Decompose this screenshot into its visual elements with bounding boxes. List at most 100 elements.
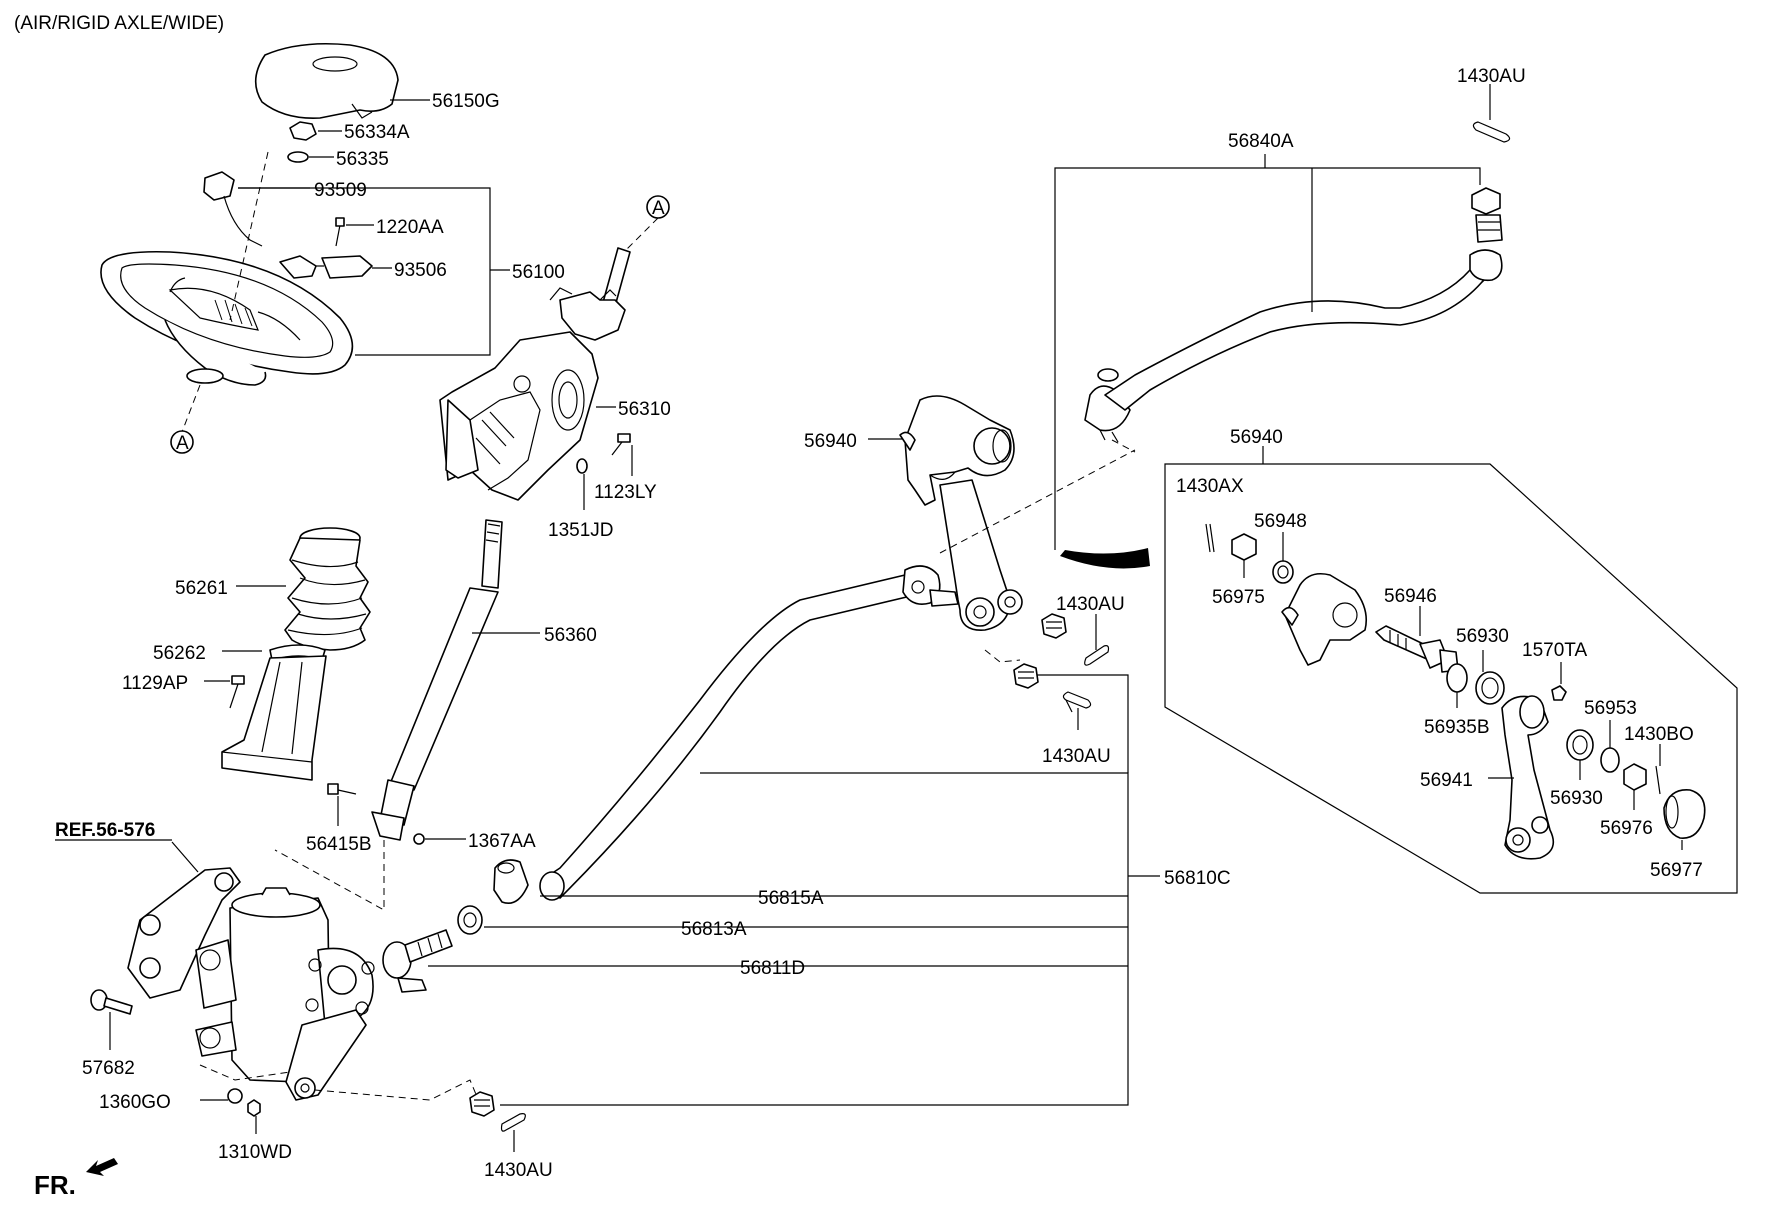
label-56813A: 56813A [681, 919, 747, 940]
castle-nut-mid-part [1013, 663, 1039, 689]
label-56415B: 56415B [306, 834, 372, 855]
cotter-pin-top-part [1472, 121, 1511, 143]
ring-56813A-part [457, 905, 483, 935]
nipple-1570TA-part [1551, 685, 1567, 701]
label-56810C: 56810C [1164, 868, 1231, 889]
svg-text:A: A [176, 433, 189, 454]
front-label: FR. [34, 1170, 76, 1200]
washer-1360GO-part [227, 1088, 243, 1104]
label-1123LY: 1123LY [594, 482, 657, 503]
steering-wheel-part [100, 250, 354, 386]
label-56946: 56946 [1384, 586, 1437, 607]
bolt-1129AP-part [229, 675, 245, 709]
bolt-1123LY-part [611, 433, 631, 456]
marker-a-bottom [170, 430, 194, 454]
castle-nut-upper-part [1041, 613, 1067, 639]
idler-bracket-part [1281, 572, 1368, 666]
boot-56261-part [284, 527, 371, 651]
ring-56930-upper-part [1475, 671, 1505, 705]
svg-text:A: A [652, 198, 665, 219]
label-93506: 93506 [394, 260, 447, 281]
label-56941: 56941 [1420, 770, 1473, 791]
label-56977: 56977 [1650, 860, 1703, 881]
label-1351JD: 1351JD [548, 520, 614, 541]
label-1367AA: 1367AA [468, 831, 536, 852]
plug-56811D-part [382, 929, 453, 993]
nut-1367AA-part [413, 833, 425, 845]
shaft-56360-part [371, 519, 503, 841]
label-56940-right: 56940 [1230, 427, 1283, 448]
label-1430AU-bottom: 1430AU [484, 1160, 553, 1181]
label-56940-left: 56940 [804, 431, 857, 452]
pin-1430BO-part [1655, 765, 1661, 795]
column-assembly-56310-part [439, 247, 631, 501]
horn-pad-part [254, 43, 399, 119]
front-arrow-icon [86, 1158, 118, 1176]
label-1570TA: 1570TA [1522, 640, 1587, 661]
label-1310WD: 1310WD [218, 1142, 292, 1163]
shaft-56946-part [1375, 625, 1459, 673]
gear-box-part [127, 867, 375, 1101]
label-56975: 56975 [1212, 587, 1265, 608]
cotter-pin-bottom-part [500, 1113, 526, 1132]
label-56930-lower: 56930 [1550, 788, 1603, 809]
label-1360GO: 1360GO [99, 1092, 171, 1113]
label-1430AU-top: 1430AU [1457, 66, 1526, 87]
label-1430BO: 1430BO [1624, 724, 1694, 745]
washer-56335-part [287, 151, 309, 163]
nut-56334A-part [289, 121, 317, 141]
cotter-pin-mid-part [1062, 691, 1092, 713]
ring-56935B-part [1446, 663, 1468, 693]
label-56150G: 56150G [432, 91, 500, 112]
diagram-title: (AIR/RIGID AXLE/WIDE) [14, 13, 224, 34]
label-1129AP: 1129AP [122, 673, 188, 694]
nut-56976-part [1623, 763, 1647, 791]
label-56948: 56948 [1254, 511, 1307, 532]
label-56815A: 56815A [758, 888, 824, 909]
nut-1310WD-part [247, 1099, 261, 1117]
switch-93509-part [203, 171, 263, 247]
tie-rod-part [1084, 187, 1503, 443]
castle-nut-bottom-part [469, 1091, 495, 1117]
label-56360: 56360 [544, 625, 597, 646]
label-56935B: 56935B [1424, 717, 1490, 738]
drag-link-part [539, 565, 959, 901]
pin-1430AX-part [1205, 523, 1215, 553]
label-1220AA: 1220AA [376, 217, 444, 238]
nut-56975-part [1231, 533, 1257, 561]
label-56953: 56953 [1584, 698, 1637, 719]
bolt-56415B-part [327, 783, 357, 795]
label-56310: 56310 [618, 399, 671, 420]
ball-stud-56815A-part [493, 859, 529, 904]
label-56811D: 56811D [740, 958, 805, 979]
label-56840A: 56840A [1228, 131, 1294, 152]
exploded-box [1164, 463, 1738, 894]
ring-56953-part [1600, 747, 1620, 773]
ref-label: REF.56-576 [55, 820, 155, 841]
ring-56948-part [1272, 560, 1294, 584]
label-56261: 56261 [175, 578, 228, 599]
label-56976: 56976 [1600, 818, 1653, 839]
label-56262: 56262 [153, 643, 206, 664]
label-1430AU-upper: 1430AU [1056, 594, 1125, 615]
label-56335: 56335 [336, 149, 389, 170]
label-56334A: 56334A [344, 122, 410, 143]
cap-56977-part [1663, 789, 1706, 839]
cotter-pin-upper-part [1084, 645, 1110, 666]
ring-56930-lower-part [1566, 729, 1594, 761]
wedge-pointer [1060, 548, 1150, 569]
idler-arm-left-part [899, 395, 1023, 631]
bolt-57682-part [90, 989, 133, 1015]
arm-56941-part [1501, 695, 1555, 860]
label-1430AU-mid: 1430AU [1042, 746, 1111, 767]
switch-93506-part [279, 255, 373, 279]
label-1430AX: 1430AX [1176, 476, 1244, 497]
label-93509: 93509 [314, 180, 367, 201]
label-57682: 57682 [82, 1058, 135, 1079]
label-56100: 56100 [512, 262, 565, 283]
bolt-1220AA-part [335, 217, 345, 247]
washer-1351JD-part [576, 458, 588, 474]
cover-56262-part [221, 644, 327, 781]
